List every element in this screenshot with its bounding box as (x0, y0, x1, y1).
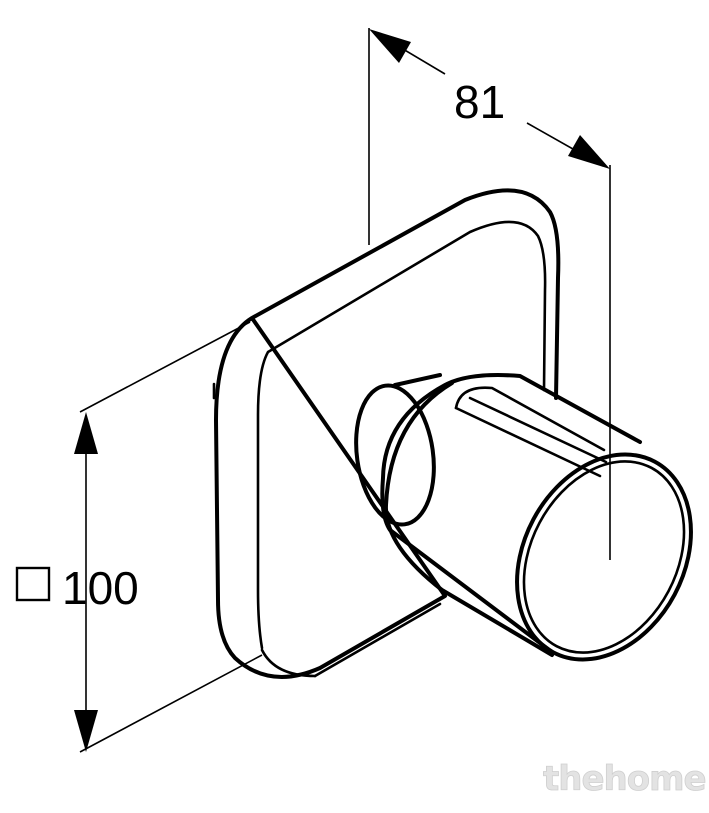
depth-label: 81 (454, 76, 505, 128)
extension-lines (79, 28, 611, 753)
wall-plate (212, 188, 561, 679)
knob-stem (354, 373, 442, 527)
knob-body (380, 373, 693, 662)
arrowhead-right (568, 135, 610, 169)
dimension-size: 100 (15, 412, 139, 752)
dimension-depth: 81 (369, 29, 610, 169)
arrowhead-bottom (74, 710, 98, 752)
watermark-logo: thehome (543, 759, 706, 799)
arrowhead-left (369, 29, 411, 63)
arrowhead-top (74, 412, 98, 454)
square-symbol-icon (15, 566, 51, 602)
size-label: 100 (62, 562, 139, 614)
